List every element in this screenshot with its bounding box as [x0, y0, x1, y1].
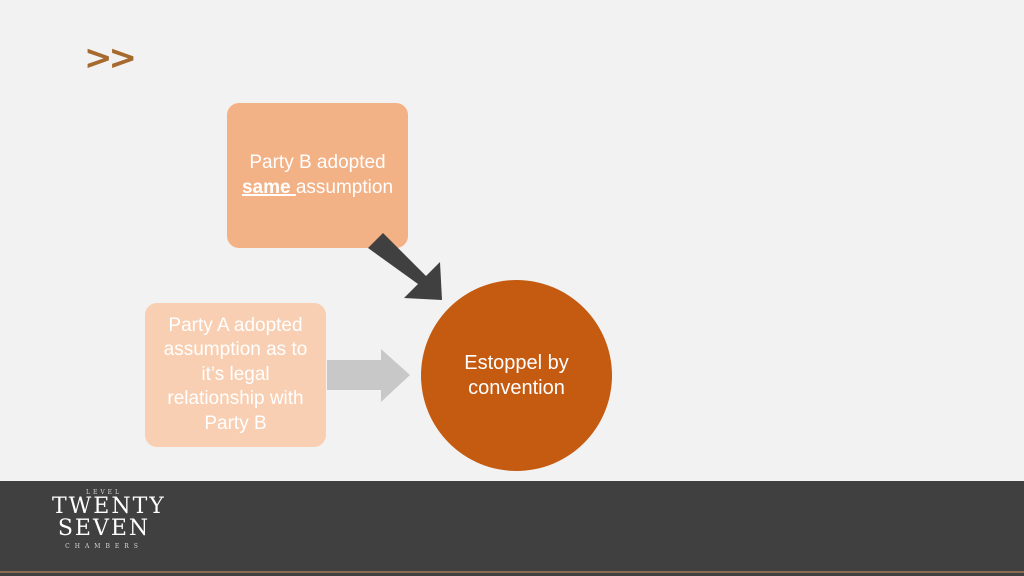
horizontal-arrow — [327, 349, 410, 402]
footer-accent-line — [0, 571, 1024, 573]
party-b-text-start: Party B adopted — [249, 152, 386, 173]
logo-bottom-text: CHAMBERS — [65, 543, 143, 550]
party-b-text: Party B adopted same assumption — [242, 151, 393, 200]
estoppel-circle: Estoppel by convention — [421, 280, 612, 471]
logo-line-one: TWENTY — [52, 494, 166, 519]
party-b-box: Party B adopted same assumption — [227, 103, 408, 248]
footer-bar: LEVEL TWENTY SEVEN CHAMBERS — [0, 481, 1024, 576]
estoppel-text: Estoppel by convention — [464, 351, 569, 399]
party-a-box: Party A adopted assumption as to it’s le… — [145, 303, 326, 447]
party-a-text: Party A adopted assumption as to it’s le… — [163, 314, 308, 434]
logo-top-text: LEVEL — [85, 489, 123, 496]
party-b-emphasis: same — [241, 176, 296, 198]
section-chevron-icon: >> — [84, 38, 137, 78]
twenty-seven-chambers-logo: LEVEL TWENTY SEVEN CHAMBERS — [52, 489, 166, 550]
logo-line-two: SEVEN — [57, 516, 151, 541]
diagonal-arrow — [368, 233, 442, 300]
party-b-text-end: assumption — [295, 176, 394, 198]
